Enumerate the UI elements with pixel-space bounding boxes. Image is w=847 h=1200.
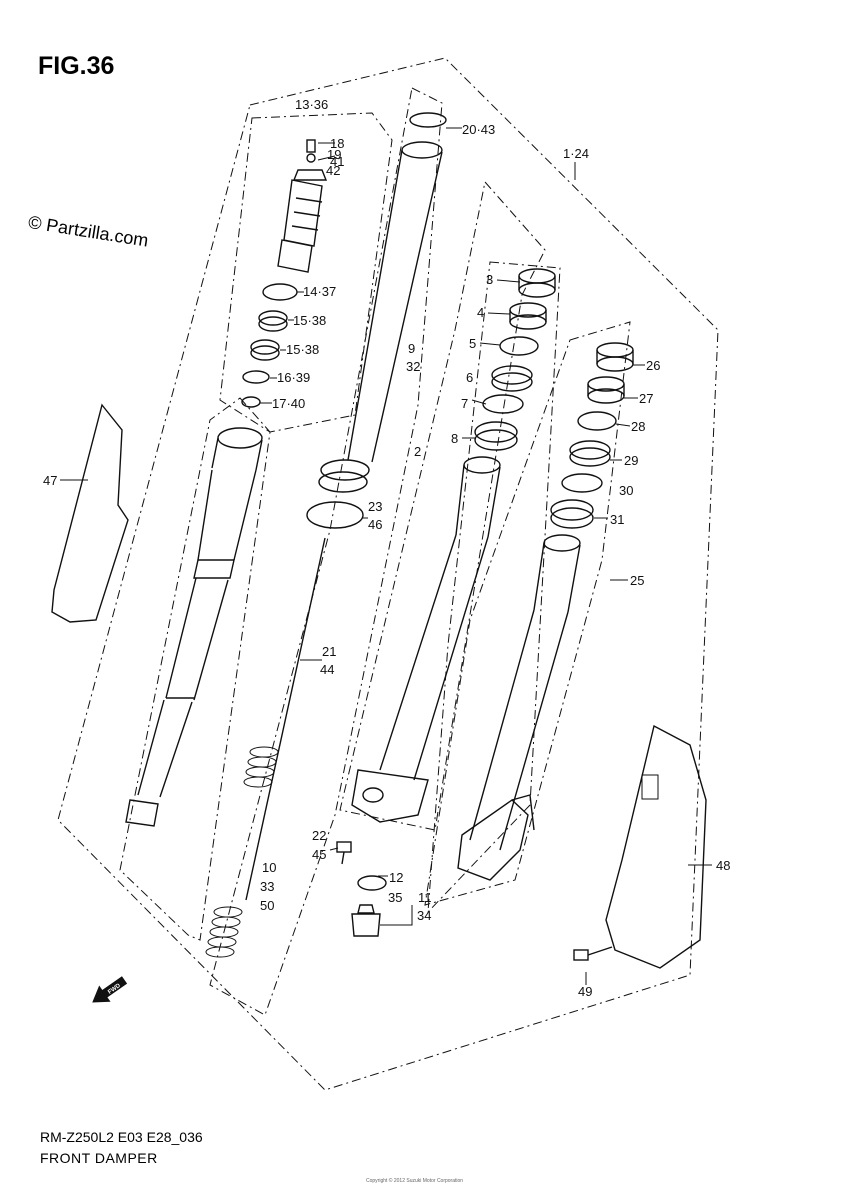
washer-5: [499, 336, 539, 356]
inner-tube-9: [318, 112, 447, 493]
callout-34: 34: [417, 908, 431, 923]
cartridge-cap-bolt: [292, 139, 328, 181]
figure-title: FIG.36: [38, 52, 115, 80]
callout-31: 31: [610, 512, 624, 527]
washer-15a: [258, 310, 288, 332]
callout-3: 3: [486, 272, 493, 287]
callout-16-39: 16·39: [277, 370, 310, 385]
assembly-boundary-damper-rod: [119, 397, 271, 941]
callout-23: 23: [368, 499, 382, 514]
callout-15-38a: 15·38: [293, 313, 326, 328]
bushing-27: [587, 376, 625, 404]
callout-7: 7: [461, 396, 468, 411]
callout-49: 49: [578, 984, 592, 999]
callout-46: 46: [368, 517, 382, 532]
outer-tube-2: [351, 456, 501, 823]
damper-rod-assembly: [125, 427, 263, 827]
callout-11: 11: [418, 890, 432, 905]
spring-10: [205, 906, 243, 958]
bolt-22: [336, 841, 352, 865]
callout-8: 8: [451, 431, 458, 446]
model-code: RM-Z250L2 E03 E28_036: [40, 1129, 203, 1145]
assembly-boundary-cartridge: [219, 112, 393, 433]
callout-9: 9: [408, 341, 415, 356]
callout-4: 4: [477, 305, 484, 320]
adjuster-11: [351, 904, 381, 937]
callout-47: 47: [43, 473, 57, 488]
stopper-ring-30: [561, 473, 603, 493]
callout-15-38b: 15·38: [286, 342, 319, 357]
callout-48: 48: [716, 858, 730, 873]
callout-33: 33: [260, 879, 274, 894]
fwd-direction-marker: FWD: [92, 976, 128, 1003]
fork-guard-48: [605, 724, 707, 969]
bushing-3: [518, 268, 556, 298]
callout-28: 28: [631, 419, 645, 434]
outer-tube-25: [457, 534, 581, 881]
callout-22: 22: [312, 828, 326, 843]
ring-16: [242, 370, 270, 384]
callout-19: 19: [327, 147, 341, 162]
callout-12: 12: [389, 870, 403, 885]
callout-labels: 13·36 18 19 41 42 14·37 15·38 15·38 16·3…: [43, 97, 730, 999]
assembly-boundary-outer-tube: [339, 180, 546, 831]
ring-17: [241, 396, 261, 408]
assembly-boundary-inner-tube: [209, 87, 443, 1016]
spring-upper: [243, 746, 279, 788]
dust-seal-31: [550, 499, 594, 529]
washer-15b: [250, 339, 280, 361]
o-ring-23: [306, 501, 364, 529]
footer-note: Copyright © 2012 Suzuki Motor Corporatio…: [366, 1178, 464, 1184]
fork-guard-47: [51, 403, 129, 623]
callout-27: 27: [639, 391, 653, 406]
dust-seal-8: [474, 421, 518, 451]
callout-1-24: 1·24: [563, 146, 589, 161]
cartridge-valve-assembly: [277, 179, 323, 273]
stopper-ring-7: [482, 394, 524, 414]
callout-32: 32: [406, 359, 420, 374]
o-ring-20: [409, 112, 447, 128]
callout-30: 30: [619, 483, 633, 498]
callout-29: 29: [624, 453, 638, 468]
assembly-boundary-bushings: [427, 261, 561, 914]
bolt-49: [573, 946, 613, 961]
callout-25: 25: [630, 573, 644, 588]
callout-13-36: 13·36: [295, 97, 328, 112]
spring-guide-21: [245, 537, 326, 901]
callout-20-43: 20·43: [462, 122, 495, 137]
callout-42: 42: [326, 163, 340, 178]
washer-28: [577, 411, 617, 431]
washer-12: [357, 875, 387, 891]
guard-48-reflector: [641, 774, 659, 800]
callout-35: 35: [388, 890, 402, 905]
section-name: FRONT DAMPER: [40, 1150, 158, 1166]
oil-seal-29: [569, 440, 611, 467]
callout-44: 44: [320, 662, 334, 677]
callout-10: 10: [262, 860, 276, 875]
callout-41: 41: [330, 154, 344, 169]
callout-18: 18: [330, 136, 344, 151]
leader-lines: [60, 127, 712, 985]
o-ring-14: [262, 283, 298, 301]
callout-17-40: 17·40: [272, 396, 305, 411]
callout-45: 45: [312, 847, 326, 862]
assembly-boundary-seals: [424, 321, 631, 906]
bushing-4: [509, 302, 547, 330]
assembly-boundary-outer: [57, 57, 719, 1091]
callout-50: 50: [260, 898, 274, 913]
bushing-26: [596, 342, 634, 372]
callout-2: 2: [414, 444, 421, 459]
callout-14-37: 14·37: [303, 284, 336, 299]
oil-seal-6: [491, 365, 533, 392]
callout-21: 21: [322, 644, 336, 659]
callout-5: 5: [469, 336, 476, 351]
callout-26: 26: [646, 358, 660, 373]
callout-6: 6: [466, 370, 473, 385]
